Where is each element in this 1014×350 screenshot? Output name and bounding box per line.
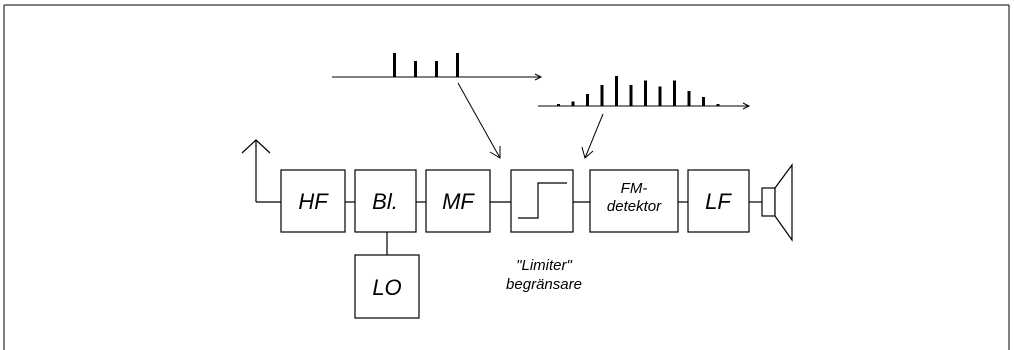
spectrum-right-bar-7 <box>644 80 647 106</box>
signal-wires <box>345 201 762 255</box>
hf-label: HF <box>298 189 329 214</box>
lf-label: LF <box>705 189 732 214</box>
spectrum-top-bar-2 <box>414 61 417 77</box>
mf-label: MF <box>442 189 475 214</box>
spectrum-top-bar-4 <box>456 53 459 77</box>
limiter-caption-line1: "Limiter" <box>516 257 572 274</box>
limiter-step-icon <box>518 182 567 219</box>
spectrum-before-limiter <box>332 53 543 81</box>
fm-detector-label-line1: FM- <box>621 180 648 197</box>
speaker-icon <box>761 163 793 242</box>
spectrum-top-axis-arrowhead <box>534 73 543 81</box>
spectrum-right-bar-8 <box>658 86 662 106</box>
spectrum-right-bar-5 <box>615 76 618 106</box>
spectrum-right-bar-2 <box>571 101 575 106</box>
spectrum-right-bar-10 <box>687 91 691 106</box>
spectrum-after-limiter <box>538 76 751 110</box>
lf-block: LF <box>687 169 750 233</box>
pointer-arrow-to-limiter-output <box>581 113 604 159</box>
mixer-block: Bl. <box>354 169 417 233</box>
spectrum-right-bar-12 <box>716 104 720 106</box>
fm-detector-label-line2: detektor <box>607 198 662 215</box>
spectrum-right-bar-9 <box>673 80 676 106</box>
spectrum-right-bar-1 <box>557 104 560 106</box>
spectrum-right-bar-11 <box>702 97 705 106</box>
lo-label: LO <box>372 275 401 300</box>
page-frame <box>3 4 1010 350</box>
hf-block: HF <box>280 169 346 233</box>
spectrum-right-bar-3 <box>586 94 589 106</box>
spectrum-right-bar-4 <box>600 85 604 106</box>
lo-block: LO <box>354 254 420 319</box>
limiter-block <box>510 169 574 233</box>
limiter-caption-line2: begränsare <box>506 276 582 293</box>
spectrum-right-bar-6 <box>629 85 633 106</box>
mixer-label: Bl. <box>372 189 398 214</box>
antenna-icon <box>241 139 281 203</box>
mf-block: MF <box>425 169 491 233</box>
spectrum-top-bar-3 <box>435 61 438 77</box>
spectrum-right-axis-arrowhead <box>742 102 751 110</box>
pointer-arrow-to-mf-output <box>457 82 501 159</box>
fm-detector-block: FM- detektor <box>589 169 679 233</box>
spectrum-top-bar-1 <box>393 53 396 77</box>
